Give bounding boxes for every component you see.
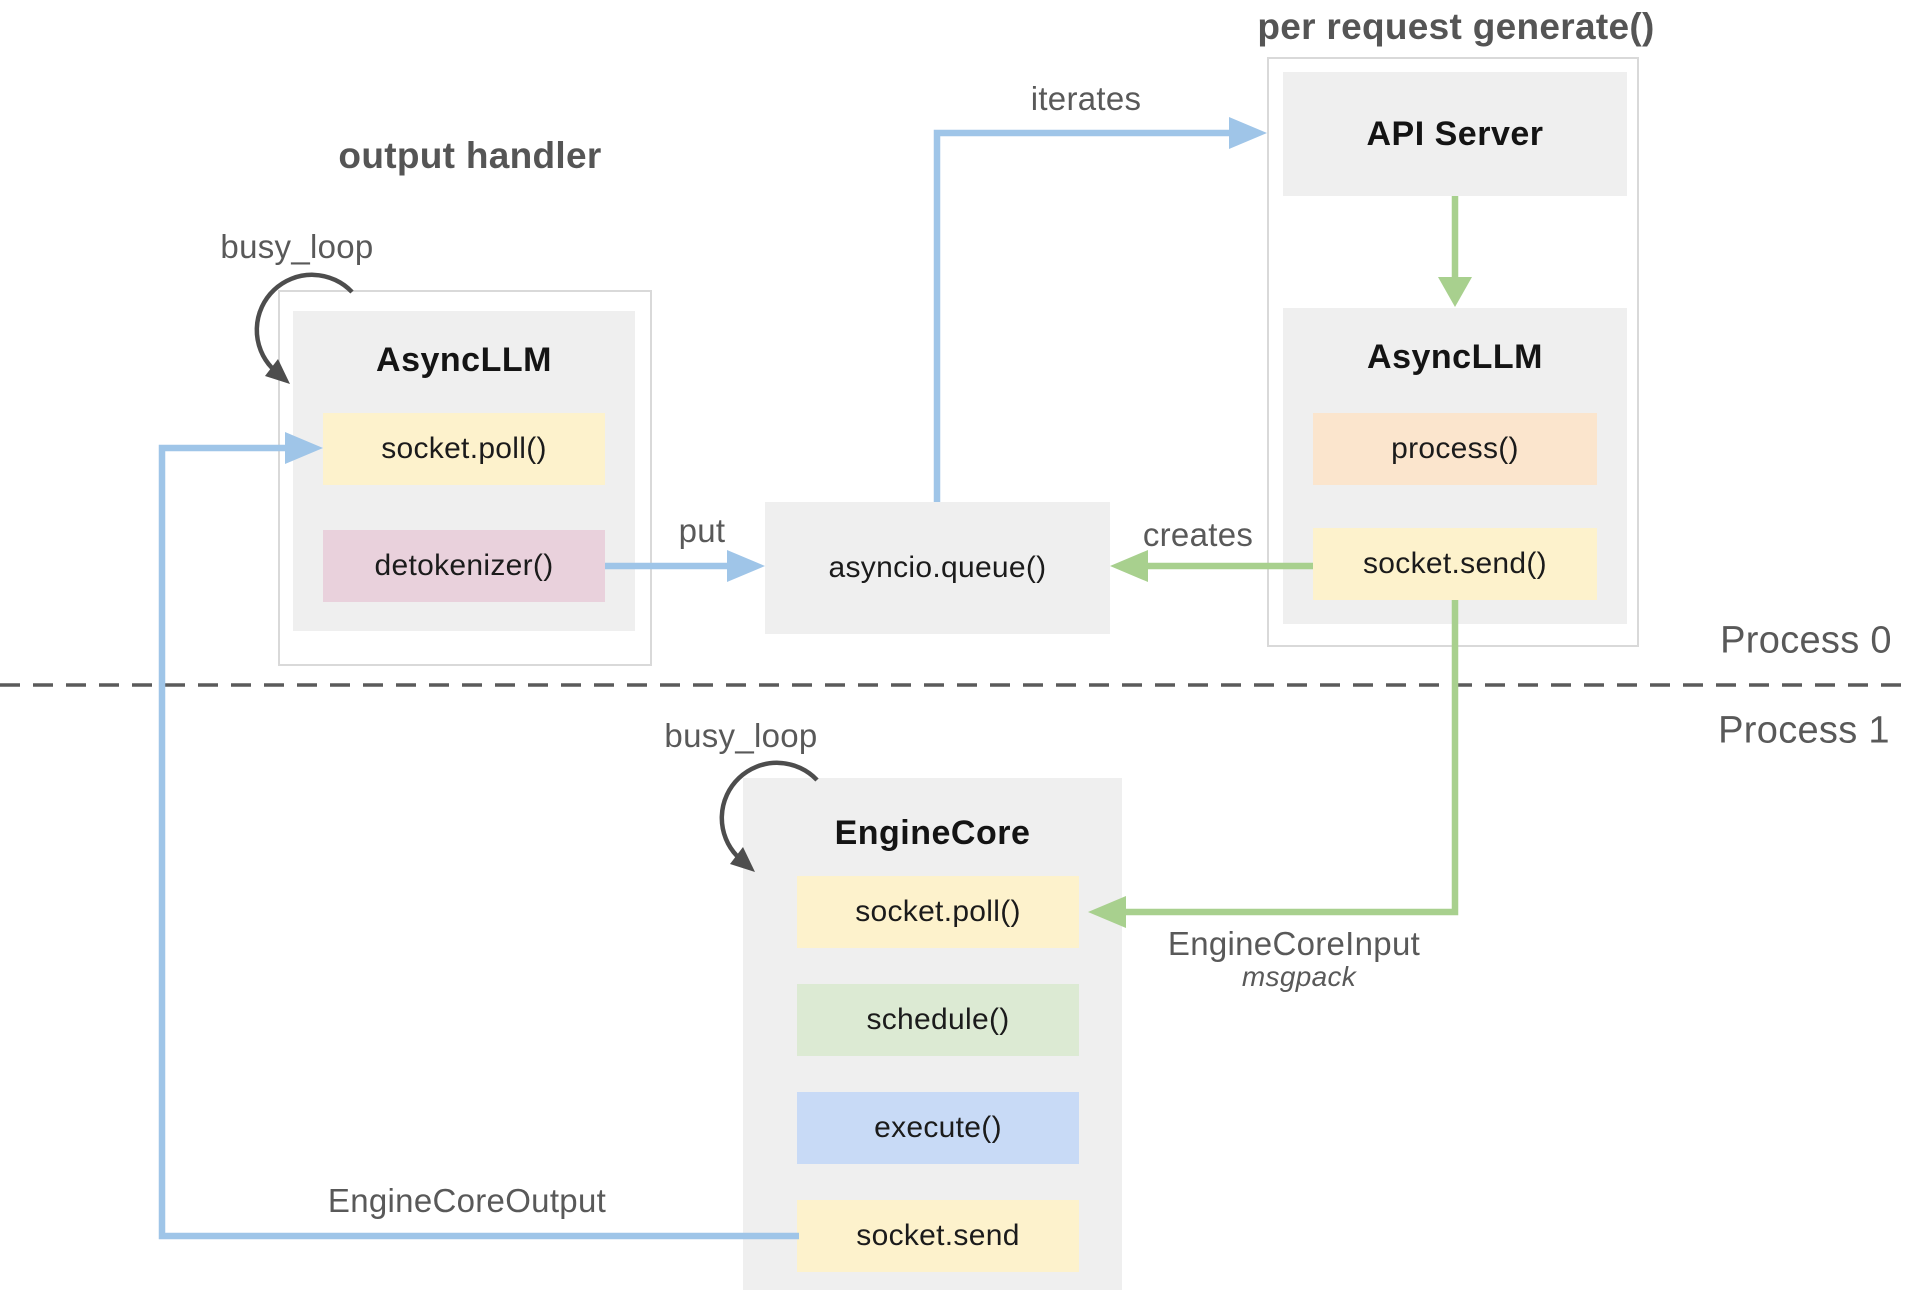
- asyncio-queue-box: asyncio.queue(): [765, 502, 1110, 634]
- method-process: process(): [1313, 413, 1597, 485]
- engine-core-box: EngineCore socket.poll() schedule() exec…: [743, 778, 1122, 1290]
- arrow-engine-core-input: [1088, 600, 1459, 928]
- process-0-label: Process 0: [1720, 619, 1892, 662]
- iterates-label: iterates: [1030, 80, 1142, 117]
- method-detokenizer: detokenizer(): [323, 530, 605, 602]
- per-request-generate-title: per request generate(): [1257, 6, 1655, 47]
- busy-loop-label-left: busy_loop: [220, 228, 374, 265]
- arrow-iterates: [933, 117, 1267, 502]
- creates-label: creates: [1142, 516, 1254, 553]
- method-socket-send-engine: socket.send: [797, 1200, 1079, 1272]
- method-schedule: schedule(): [797, 984, 1079, 1056]
- async-llm-left-box: AsyncLLM socket.poll() detokenizer(): [293, 311, 635, 631]
- async-llm-right-box: AsyncLLM process() socket.send(): [1283, 308, 1627, 624]
- process-1-label: Process 1: [1718, 709, 1890, 752]
- method-socket-send-right: socket.send(): [1313, 528, 1597, 600]
- output-handler-title: output handler: [338, 135, 602, 176]
- busy-loop-label-engine: busy_loop: [664, 717, 818, 754]
- async-llm-right-title: AsyncLLM: [1367, 338, 1543, 376]
- api-server-box: API Server: [1283, 72, 1627, 196]
- method-socket-poll-left: socket.poll(): [323, 413, 605, 485]
- msgpack-label: msgpack: [1241, 961, 1357, 992]
- method-execute: execute(): [797, 1092, 1079, 1164]
- method-socket-poll-engine: socket.poll(): [797, 876, 1079, 948]
- engine-core-title: EngineCore: [834, 814, 1031, 852]
- async-llm-left-title: AsyncLLM: [376, 341, 552, 379]
- put-label: put: [678, 512, 726, 549]
- engine-core-output-label: EngineCoreOutput: [327, 1182, 607, 1219]
- engine-core-input-label: EngineCoreInput: [1167, 925, 1421, 962]
